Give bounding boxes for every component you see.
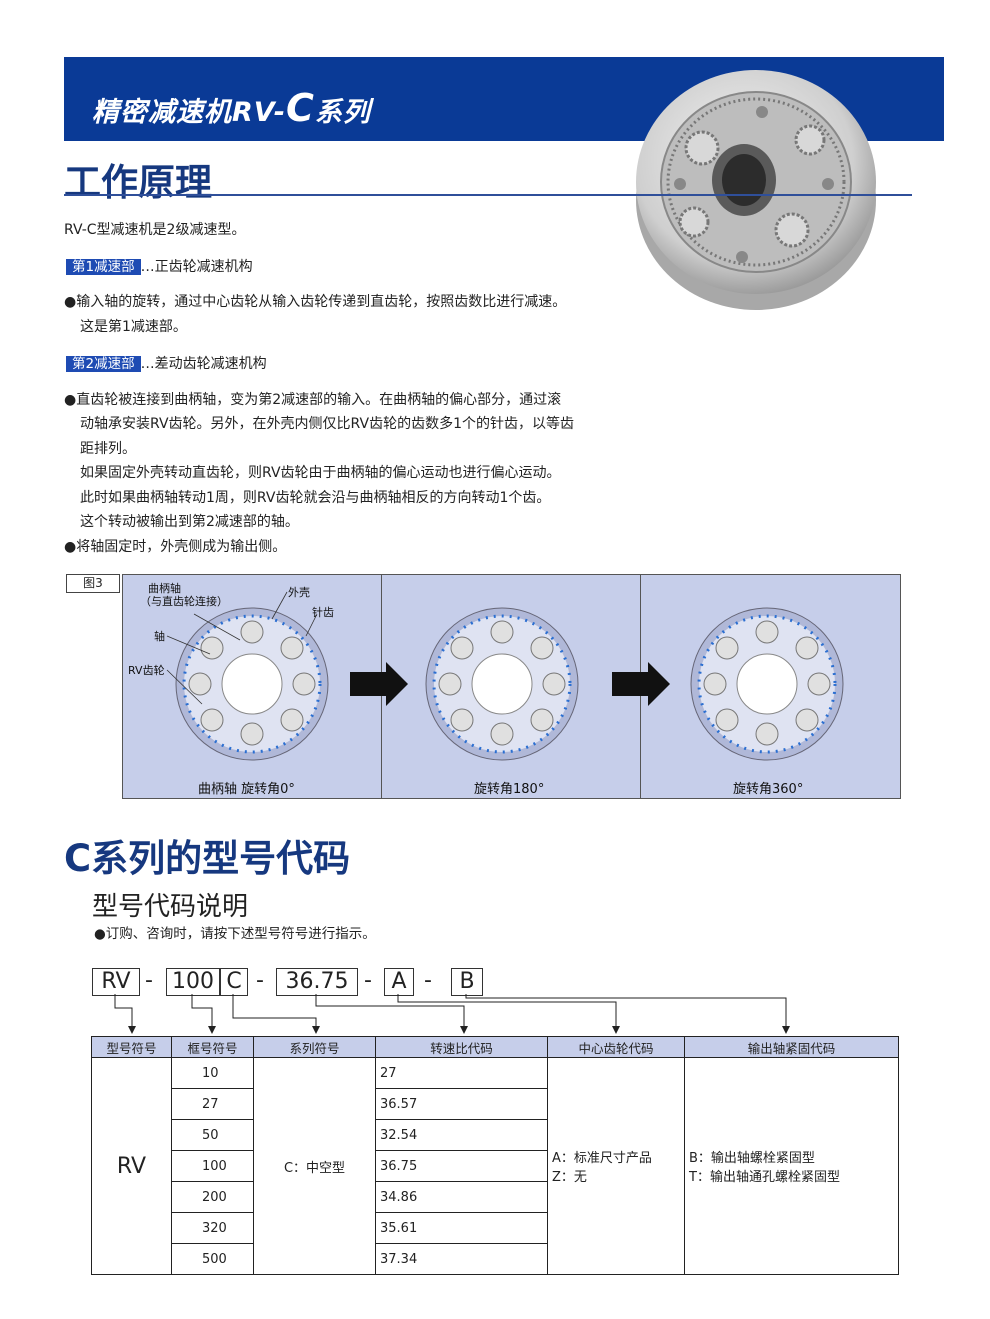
callout-shaft: 轴 — [154, 630, 165, 643]
stage1-line: ●输入轴的旋转，通过中心齿轮从输入齿轮传递到直齿轮，按照齿数比进行减速。 — [64, 294, 567, 310]
ratio-cell: 36.57 — [375, 1088, 548, 1120]
frame-cell: 100 — [171, 1150, 254, 1182]
mechanism-panel-0deg — [175, 607, 329, 761]
section-title-principle: 工作原理 — [64, 161, 212, 204]
stage2-line: 距排列。 — [80, 441, 136, 457]
callout-crank-sub: （与直齿轮连接） — [140, 595, 228, 608]
title-rule — [64, 194, 912, 196]
frame-cell: 10 — [171, 1057, 254, 1089]
ratio-cell: 34.86 — [375, 1181, 548, 1213]
figure-label: 图3 — [66, 574, 120, 593]
stage2-heading: 第2减速部…差动齿轮减速机构 — [66, 353, 267, 375]
code-box-series: C — [220, 968, 248, 996]
stage1-desc: …正齿轮减速机构 — [140, 259, 253, 275]
callout-lines — [166, 591, 318, 705]
code-connector-lines — [114, 994, 790, 1034]
center-gear-option: A：标准尺寸产品 — [552, 1151, 652, 1166]
rv-mechanism-diagram — [166, 591, 844, 761]
model-cell: RV — [91, 1057, 172, 1275]
stage2-desc: …差动齿轮减速机构 — [140, 356, 267, 372]
stage1-tag: 第1减速部 — [66, 259, 141, 275]
frame-cell: 50 — [171, 1119, 254, 1151]
stage2-line: 如果固定外壳转动直齿轮，则RV齿轮由于曲柄轴的偏心运动也进行偏心运动。 — [80, 465, 561, 481]
reducer-photo — [636, 70, 876, 310]
ratio-cell: 27 — [375, 1057, 548, 1089]
frame-cell: 200 — [171, 1181, 254, 1213]
caption-0deg: 曲柄轴 旋转角0° — [198, 782, 295, 797]
code-box-model: RV — [92, 968, 140, 996]
callout-pin: 针齿 — [312, 606, 334, 619]
callout-housing: 外壳 — [288, 586, 310, 599]
section-title-codes: C系列的型号代码 — [64, 837, 351, 880]
table-header: 框号符号 — [171, 1036, 254, 1058]
table-row: 50 32.54 — [92, 1119, 899, 1151]
ratio-cell: 35.61 — [375, 1212, 548, 1244]
table-row: 200 34.86 — [92, 1181, 899, 1213]
code-box-ratio: 36.75 — [276, 968, 358, 996]
center-gear-cell: A：标准尺寸产品 Z：无 — [547, 1057, 685, 1275]
code-box-output: B — [451, 968, 483, 996]
stage2-line: 动轴承安装RV齿轮。另外，在外壳内侧仅比RV齿轮的齿数多1个的针齿，以等齿 — [80, 416, 574, 432]
output-option: B：输出轴螺栓紧固型 — [689, 1151, 815, 1166]
stage2-line: 这个转动被输出到第2减速部的轴。 — [80, 514, 299, 530]
model-code-table: 型号符号 框号符号 系列符号 转速比代码 中心齿轮代码 输出轴紧固代码 RV 1… — [91, 1036, 899, 1275]
ratio-cell: 36.75 — [375, 1150, 548, 1182]
code-dash: - — [256, 968, 264, 993]
series-cell: C：中空型 — [253, 1057, 376, 1275]
caption-360deg: 旋转角360° — [733, 782, 804, 797]
stage1-heading: 第1减速部…正齿轮减速机构 — [66, 256, 253, 278]
code-dash: - — [424, 968, 432, 993]
callout-crank: 曲柄轴 — [148, 582, 181, 595]
table-header: 输出轴紧固代码 — [684, 1036, 899, 1058]
mechanism-panel-360deg — [690, 607, 844, 761]
header-title: 精密减速机RV-C系列 — [92, 86, 371, 130]
table-row: 100 36.75 — [92, 1150, 899, 1182]
table-header: 中心齿轮代码 — [547, 1036, 685, 1058]
frame-cell: 27 — [171, 1088, 254, 1120]
ratio-cell: 37.34 — [375, 1243, 548, 1275]
stage2-line: ●将轴固定时，外壳侧成为输出侧。 — [64, 539, 287, 555]
table-header: 转速比代码 — [375, 1036, 548, 1058]
table-row: RV 10 C：中空型 27 A：标准尺寸产品 Z：无 B：输出轴螺栓紧固型 T… — [91, 1057, 899, 1275]
table-header-row: 型号符号 框号符号 系列符号 转速比代码 中心齿轮代码 输出轴紧固代码 — [91, 1036, 899, 1058]
stage2-tag: 第2减速部 — [66, 356, 141, 372]
callout-rv-gear: RV齿轮 — [128, 664, 165, 677]
stage2-line: 此时如果曲柄轴转动1周，则RV齿轮就会沿与曲柄轴相反的方向转动1个齿。 — [80, 490, 551, 506]
output-option: T：输出轴通孔螺栓紧固型 — [689, 1170, 840, 1185]
caption-180deg: 旋转角180° — [474, 782, 545, 797]
intro-text: RV-C型减速机是2级减速型。 — [64, 222, 246, 238]
arrow-icon — [350, 662, 408, 706]
code-dash: - — [145, 968, 153, 993]
table-row: 500 37.34 — [92, 1243, 899, 1275]
table-header: 型号符号 — [91, 1036, 172, 1058]
frame-cell: 320 — [171, 1212, 254, 1244]
mechanism-panel-180deg — [425, 607, 579, 761]
stage2-line: ●直齿轮被连接到曲柄轴，变为第2减速部的输入。在曲柄轴的偏心部分，通过滚 — [64, 392, 562, 408]
ratio-cell: 32.54 — [375, 1119, 548, 1151]
code-box-frame: 100 — [166, 968, 220, 996]
frame-cell: 500 — [171, 1243, 254, 1275]
table-header: 系列符号 — [253, 1036, 376, 1058]
output-cell: B：输出轴螺栓紧固型 T：输出轴通孔螺栓紧固型 — [684, 1057, 899, 1275]
ordering-note: ●订购、咨询时，请按下述型号符号进行指示。 — [94, 926, 376, 942]
subsection-title: 型号代码说明 — [92, 892, 249, 922]
arrow-icon — [612, 662, 670, 706]
table-row: 320 35.61 — [92, 1212, 899, 1244]
center-gear-option: Z：无 — [552, 1170, 587, 1185]
stage1-line: 这是第1减速部。 — [80, 319, 187, 335]
code-box-center-gear: A — [384, 968, 414, 996]
code-dash: - — [364, 968, 372, 993]
